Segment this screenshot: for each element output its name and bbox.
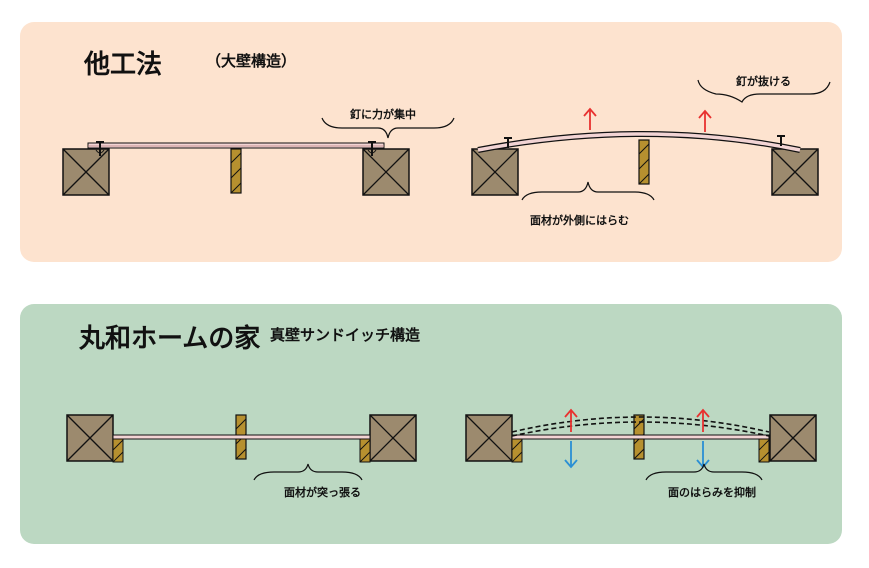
top-right-wall <box>471 79 831 201</box>
label-tension: 面材が突っ張る <box>284 486 361 499</box>
bottom-right-wall <box>465 408 817 481</box>
label-nail-force: 釘に力が集中 <box>350 108 416 121</box>
label-nail-pull: 釘が抜ける <box>736 75 791 88</box>
brace-tension <box>253 463 363 481</box>
top-left-wall <box>62 117 455 196</box>
brace-bulge <box>521 181 655 201</box>
brace-suppress <box>645 463 763 481</box>
bottom-title: 丸和ホームの家 <box>79 324 261 354</box>
bottom-panel <box>20 304 842 544</box>
bottom-left-wall <box>66 414 417 481</box>
label-bulge: 面材が外側にはらむ <box>530 214 629 227</box>
brace-nail-pull <box>697 79 831 103</box>
top-subtitle: （大壁構造） <box>206 52 297 70</box>
brace-nail-force <box>321 117 455 139</box>
label-suppress: 面のはらみを抑制 <box>668 486 756 499</box>
top-title: 他工法 <box>84 50 163 80</box>
top-panel <box>20 22 842 262</box>
bottom-subtitle: 真壁サンドイッチ構造 <box>270 326 421 344</box>
